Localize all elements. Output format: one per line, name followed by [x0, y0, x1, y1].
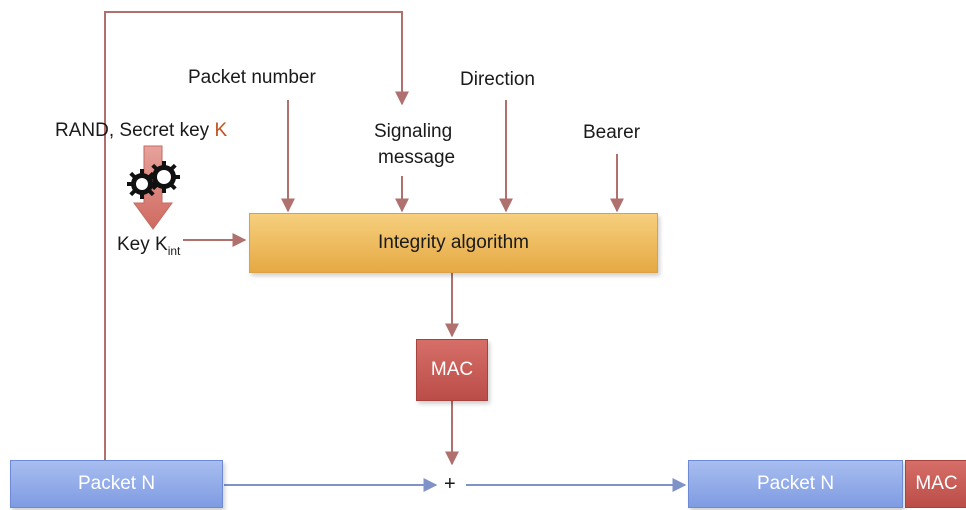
- key-k-letter: K: [214, 120, 228, 141]
- integrity-algorithm-label: Integrity algorithm: [377, 232, 529, 253]
- rand-secret-text: RAND, Secret key: [55, 120, 210, 141]
- packet-loop-arrow: [104, 11, 409, 460]
- mac-label: MAC: [430, 359, 474, 380]
- integrity-algorithm-block: Integrity algorithm: [249, 213, 658, 273]
- packet-number-label: Packet number: [188, 67, 316, 88]
- gears-icon: [127, 161, 180, 199]
- packet-n-output-label: Packet N: [756, 473, 835, 494]
- direction-label: Direction: [460, 69, 535, 90]
- packet-n-source: Packet N: [10, 460, 223, 508]
- combine-symbol: +: [444, 473, 456, 495]
- mac-appended-block: MAC: [905, 460, 966, 508]
- rand-secret-key-label: RAND, Secret key K: [55, 119, 227, 143]
- bearer-label: Bearer: [583, 122, 641, 143]
- packet-n-output: Packet N: [688, 460, 903, 508]
- key-int-base: Key K: [117, 234, 168, 255]
- mac-appended-label: MAC: [915, 473, 958, 494]
- signaling-label: Signaling: [374, 121, 453, 142]
- key-int-label: Key Kint: [117, 233, 180, 263]
- packet-n-source-label: Packet N: [77, 473, 156, 494]
- mac-block: MAC: [416, 339, 488, 401]
- message-label: message: [378, 147, 456, 168]
- key-int-subscript: int: [167, 244, 181, 258]
